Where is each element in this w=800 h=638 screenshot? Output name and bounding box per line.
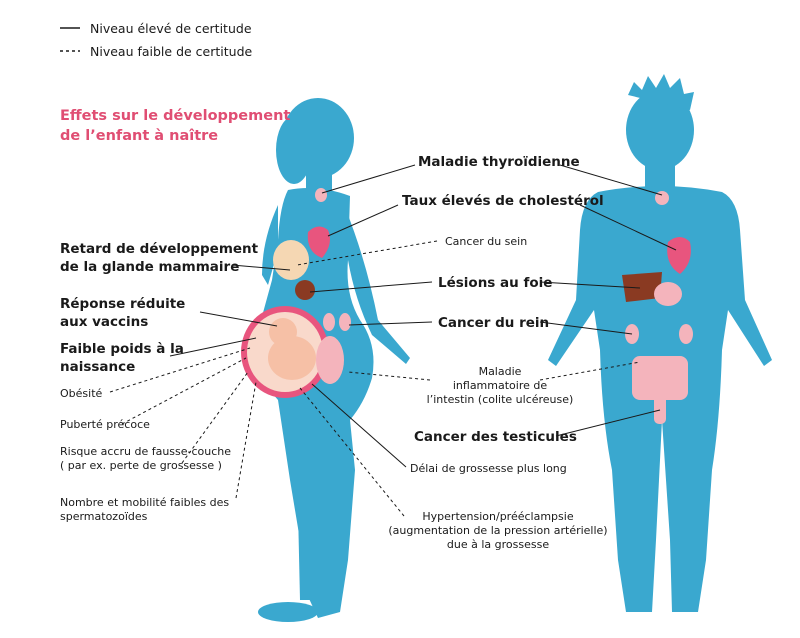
diagram-title: Effets sur le développement de l’enfant … (60, 108, 291, 144)
male-heart (667, 237, 691, 274)
female-thyroid (315, 188, 327, 202)
intestine (632, 356, 688, 400)
female-body (250, 98, 410, 622)
label-intestin: Maladie inflammatoire de l’intestin (col… (426, 365, 574, 406)
male-thyroid (655, 191, 669, 205)
female-liver (295, 280, 315, 300)
male-liver (622, 272, 662, 302)
label-delai: Délai de grossesse plus long (410, 462, 567, 475)
label-obesite: Obésité (60, 387, 103, 400)
female-kidney-right (339, 313, 351, 331)
fetus-body (268, 336, 316, 380)
label-vaccins: Réponse réduite aux vaccins (60, 296, 186, 330)
male-kidney-right (679, 324, 693, 344)
male-stomach (654, 282, 682, 306)
legend-dashed-label: Niveau faible de certitude (90, 44, 253, 59)
female-kidney-left (323, 313, 335, 331)
testicles (654, 394, 666, 424)
label-sein: Cancer du sein (445, 235, 528, 248)
label-spermatozoides: Nombre et mobilité faibles des spermatoz… (60, 496, 230, 523)
leader-lines (109, 164, 677, 517)
line-foie (309, 281, 433, 293)
label-puberte: Puberté précoce (60, 418, 150, 431)
label-thyroide: Maladie thyroïdienne (418, 154, 580, 170)
label-retard: Retard de développement de la glande mam… (60, 241, 259, 275)
label-testicules: Cancer des testicules (414, 429, 577, 445)
label-cholesterol: Taux élevés de cholestérol (402, 193, 604, 209)
female-organs (241, 188, 351, 398)
legend-solid-label: Niveau élevé de certitude (90, 21, 252, 36)
label-rein: Cancer du rein (438, 315, 550, 331)
line-thyroid-female (321, 164, 416, 194)
breast (273, 240, 309, 280)
male-organs (622, 191, 693, 424)
label-poids: Faible poids à la naissance (60, 341, 184, 375)
line-rein (348, 321, 433, 326)
female-heart (307, 226, 330, 258)
label-foie: Lésions au foie (438, 275, 553, 291)
line-cholesterol-female (327, 204, 399, 237)
fetus-head (269, 318, 297, 346)
label-fausse-couche: Risque accru de fausse-couche ( par ex. … (60, 445, 232, 472)
label-hypertension: Hypertension/prééclampsie (augmentation … (388, 510, 608, 551)
placenta (316, 336, 344, 384)
